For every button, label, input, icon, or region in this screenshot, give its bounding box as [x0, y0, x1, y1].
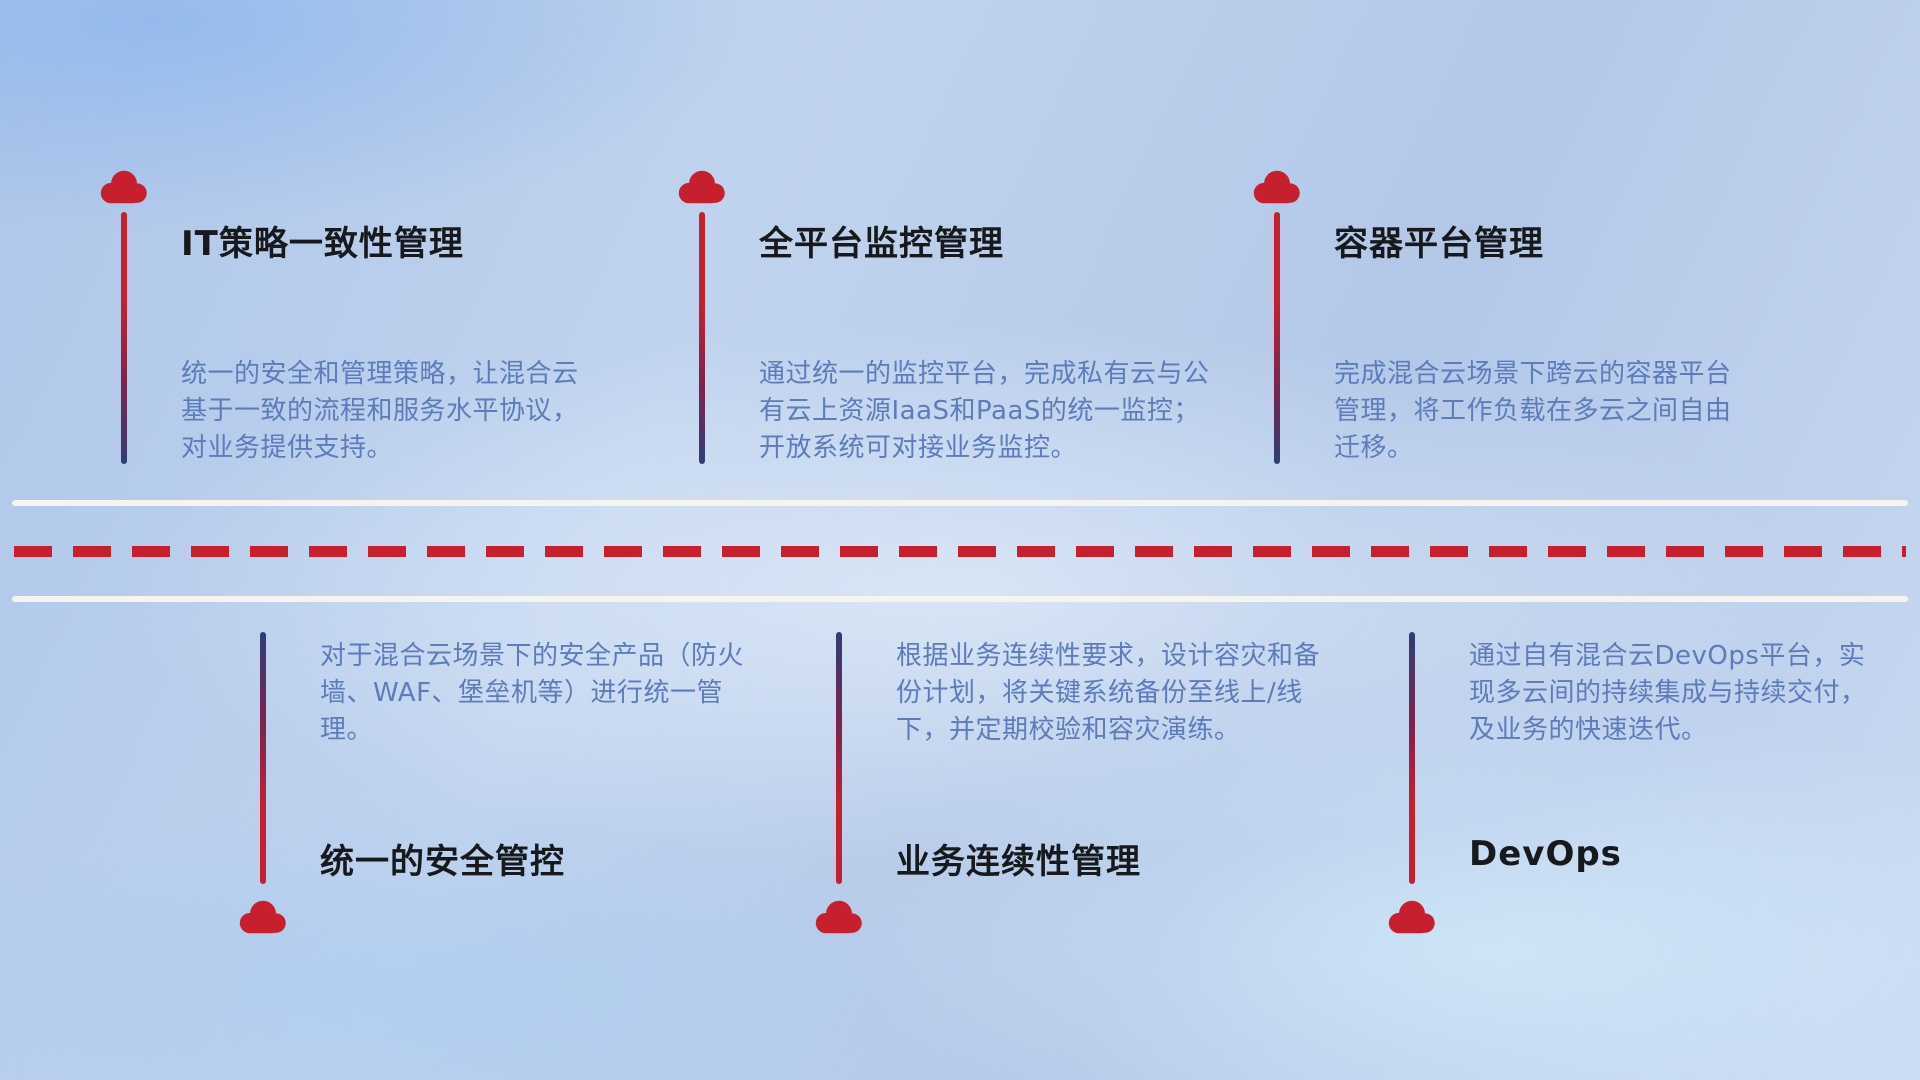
item-description: 根据业务连续性要求，设计容灾和备份计划，将关键系统备份至线上/线下，并定期校验和…: [896, 641, 1321, 745]
item-description: 通过统一的监控平台，完成私有云与公有云上资源IaaS和PaaS的统一监控；开放系…: [759, 359, 1210, 463]
item-description: 通过自有混合云DevOps平台，实现多云间的持续集成与持续交付，及业务的快速迭代…: [1469, 641, 1867, 745]
item-title: 容器平台管理: [1334, 224, 1544, 264]
timeline-connector: [260, 632, 266, 884]
cloud-icon: [239, 900, 286, 934]
cloud-icon: [815, 900, 862, 934]
item-title: 业务连续性管理: [896, 842, 1141, 882]
timeline-connector: [121, 212, 127, 464]
item-title: 全平台监控管理: [759, 224, 1004, 264]
timeline-connector: [1274, 212, 1280, 464]
cloud-icon: [1388, 900, 1435, 934]
cloud-icon: [678, 170, 725, 204]
item-description: 统一的安全和管理策略，让混合云基于一致的流程和服务水平协议，对业务提供支持。: [181, 359, 579, 463]
item-title: IT策略一致性管理: [181, 224, 464, 264]
item-description: 完成混合云场景下跨云的容器平台管理，将工作负载在多云之间自由迁移。: [1334, 359, 1732, 463]
divider-line-top: [12, 500, 1908, 506]
divider-line-bottom: [12, 596, 1908, 602]
cloud-icon: [100, 170, 147, 204]
timeline-connector: [836, 632, 842, 884]
timeline-connector: [1409, 632, 1415, 884]
item-title: DevOps: [1469, 834, 1622, 874]
item-description: 对于混合云场景下的安全产品（防火墙、WAF、堡垒机等）进行统一管理。: [320, 641, 745, 745]
timeline-connector: [699, 212, 705, 464]
item-title: 统一的安全管控: [320, 842, 565, 882]
dashed-road-line: [14, 546, 1906, 557]
cloud-icon: [1253, 170, 1300, 204]
